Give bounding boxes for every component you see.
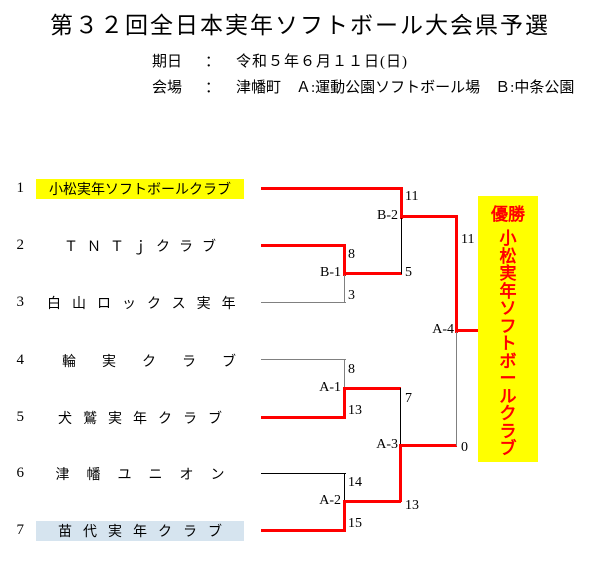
venue-value: 津幡町 Ａ:運動公園ソフトボール場 Ｂ:中条公園 <box>236 80 575 96</box>
champion-name-char: フ <box>499 316 517 336</box>
team-name-2: ＴＮＴｊクラブ <box>64 240 225 255</box>
line-b1-vertical-winner <box>343 244 346 276</box>
champion-box: 優勝 小松実年ソフトボールクラブ <box>478 196 538 462</box>
line-seed3-to-b1 <box>261 302 346 303</box>
seed-number-6: 6 <box>16 465 25 481</box>
line-a2-vertical-winner <box>343 500 346 532</box>
line-b2-vertical-winner <box>400 187 403 219</box>
date-value: 令和５年６月１１日(日) <box>236 54 408 70</box>
champion-name-char: 松 <box>499 246 517 266</box>
score-a1-top: 8 <box>348 362 355 377</box>
score-a2-bottom: 15 <box>348 516 362 531</box>
line-a4-vertical-loser <box>456 330 457 446</box>
champion-name-char: ル <box>499 386 517 406</box>
score-a2-top: 14 <box>348 475 362 490</box>
line-a4-vertical-winner <box>455 215 458 333</box>
date-label: 期日 <box>152 54 183 70</box>
score-a3-bottom: 13 <box>405 498 419 513</box>
score-a1-bottom: 13 <box>348 403 362 418</box>
venue-label: 会場 <box>152 80 183 96</box>
team-name-7: 苗代実年クラブ <box>36 521 244 541</box>
line-b2-vertical-loser <box>401 216 402 274</box>
line-seed7-to-a2 <box>261 529 346 532</box>
page-title: 第３２回全日本実年ソフトボール大会県予選 <box>50 13 550 38</box>
line-b2-to-a4 <box>400 215 457 218</box>
line-a2-vertical-loser <box>344 473 345 503</box>
match-label-a3: A-3 <box>376 437 398 452</box>
champion-name-char: ク <box>499 404 517 423</box>
line-a1-vertical-loser <box>344 359 345 390</box>
score-b2-top: 11 <box>405 189 419 204</box>
score-a3-top: 7 <box>405 391 412 406</box>
date-colon: ： <box>205 54 221 70</box>
score-b1-top: 8 <box>348 247 355 262</box>
line-seed2-to-b1 <box>261 244 346 247</box>
line-a1-vertical-winner <box>343 387 346 419</box>
champion-name-char: 実 <box>499 264 517 283</box>
venue-colon: ： <box>205 80 221 96</box>
line-a3-to-a4 <box>399 444 457 447</box>
champion-name-char: 小 <box>499 229 517 248</box>
line-a3-vertical-loser <box>400 388 401 446</box>
seed-number-4: 4 <box>16 352 25 368</box>
champion-name-char: ラ <box>499 421 517 441</box>
match-label-a1: A-1 <box>319 380 341 395</box>
score-b1-bottom: 3 <box>348 288 355 303</box>
match-label-a4: A-4 <box>432 322 454 337</box>
team-name-5: 犬鷲実年クラブ <box>58 412 233 427</box>
champion-name-char: ボ <box>499 351 517 371</box>
line-a1-to-a3 <box>343 387 401 390</box>
score-a4-bottom: 0 <box>461 440 468 455</box>
team-name-6: 津幡ユニオン <box>55 468 242 483</box>
line-b1-to-b2 <box>343 272 402 275</box>
line-seed4-to-a1 <box>261 359 346 360</box>
line-seed6-to-a2 <box>261 473 346 474</box>
match-label-a2: A-2 <box>319 493 341 508</box>
score-a4-top: 11 <box>461 232 475 247</box>
team-name-1: 小松実年ソフトボールクラブ <box>36 179 244 199</box>
champion-name-char: ー <box>499 369 517 388</box>
match-label-b1: B-1 <box>320 265 341 280</box>
champion-name-char: ブ <box>499 439 517 458</box>
match-label-b2: B-2 <box>377 208 398 223</box>
champion-name-char: ソ <box>499 299 517 318</box>
champion-title: 優勝 <box>491 205 525 224</box>
score-b2-bottom: 5 <box>405 265 412 280</box>
seed-number-1: 1 <box>16 180 25 196</box>
champion-name-char: ト <box>499 334 517 353</box>
seed-number-7: 7 <box>16 522 25 538</box>
seed-number-5: 5 <box>16 409 25 425</box>
champion-name-char: 年 <box>499 281 517 301</box>
team-name-3: 白山ロックス実年 <box>47 297 247 312</box>
line-a4-to-champion <box>455 329 480 332</box>
team-name-4: 輪実クラブ <box>62 355 262 370</box>
line-seed5-to-a1 <box>261 416 346 419</box>
seed-number-2: 2 <box>16 237 25 253</box>
line-seed1-to-b2 <box>261 187 402 190</box>
line-a3-vertical-winner <box>399 444 402 502</box>
seed-number-3: 3 <box>16 294 25 310</box>
champion-name: 小松実年ソフトボールクラブ <box>478 230 538 458</box>
line-a2-to-a3 <box>343 500 401 503</box>
line-b1-vertical-loser <box>344 273 345 303</box>
